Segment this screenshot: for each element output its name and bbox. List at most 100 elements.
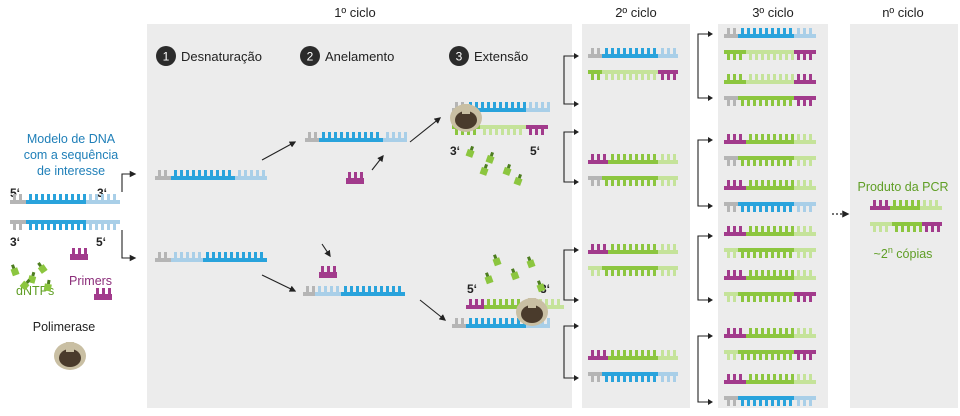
strand-segment (602, 176, 658, 180)
base-tooth (611, 48, 614, 54)
strand-segment (588, 70, 602, 74)
base-tooth (617, 154, 620, 160)
denatured-bottom-strand (155, 252, 267, 262)
base-tooth (529, 102, 532, 108)
strand-segment (738, 350, 794, 354)
base-tooth (517, 102, 520, 108)
dntp-icon (19, 278, 31, 291)
base-tooth (755, 54, 758, 60)
primer-icon (319, 266, 337, 278)
bracket-line (697, 235, 708, 301)
base-tooth (773, 180, 776, 186)
strand-segment (452, 324, 466, 328)
cycle2-duplex-2-bottom (588, 176, 678, 186)
base-tooth (749, 270, 752, 276)
strand-segment (588, 54, 602, 58)
base-tooth (180, 252, 183, 258)
base-tooth (789, 100, 792, 106)
panel-cycle1 (147, 24, 572, 408)
base-tooth (785, 180, 788, 186)
base-tooth (765, 252, 768, 258)
product-copies: ~2n cópias (874, 245, 933, 261)
strand-segment (738, 34, 794, 38)
base-tooth (617, 180, 620, 186)
strand-segment (466, 305, 484, 309)
strand-segment (658, 54, 678, 58)
base-tooth (803, 226, 806, 232)
base-tooth (809, 74, 812, 80)
base-tooth (741, 252, 744, 258)
strand-segment (466, 324, 526, 328)
base-tooth (164, 252, 167, 258)
base-tooth (242, 252, 245, 258)
strand-segment (724, 50, 746, 54)
base-tooth (340, 132, 343, 138)
base-tooth (47, 224, 50, 230)
base-tooth (755, 226, 758, 232)
cycle3-duplex-4-bottom (724, 202, 816, 212)
dntp-stem (511, 268, 516, 273)
base-tooth (59, 194, 62, 200)
base-tooth (641, 154, 644, 160)
bracket-arrowhead (708, 31, 713, 37)
base-tooth (667, 180, 670, 186)
bracket-arrowhead (708, 95, 713, 101)
base-tooth (783, 100, 786, 106)
base-tooth (83, 194, 86, 200)
bracket-cycle2-to-cycle3-a (697, 31, 713, 101)
base-tooth (495, 129, 498, 135)
step-number: 2 (307, 50, 314, 64)
dntp-icon (536, 280, 546, 293)
step-denaturation: 1 Desnaturação (156, 46, 262, 66)
base-tooth (635, 270, 638, 276)
base-tooth (727, 160, 730, 166)
base-tooth (879, 226, 882, 232)
base-tooth (65, 224, 68, 230)
strand-segment (588, 160, 608, 164)
strand-segment (608, 356, 658, 360)
base-tooth (789, 296, 792, 302)
base-tooth (545, 299, 548, 305)
base-tooth (352, 132, 355, 138)
strand-segment (724, 232, 746, 236)
strand-segment (724, 350, 738, 354)
dntp-stem (11, 264, 16, 269)
base-tooth (328, 132, 331, 138)
base-tooth (362, 286, 365, 292)
primer-tooth (333, 266, 336, 272)
polymerase-core (521, 305, 543, 323)
base-tooth (789, 206, 792, 212)
base-tooth (773, 134, 776, 140)
template-line-3: de interesse (37, 164, 105, 178)
base-tooth (404, 132, 407, 138)
step-extension: 3 Extensão (449, 46, 528, 66)
base-tooth (783, 160, 786, 166)
dntp-stem (37, 262, 42, 268)
strand-segment (235, 176, 267, 180)
base-tooth (629, 270, 632, 276)
dntp-stem (537, 280, 542, 285)
base-tooth (733, 328, 736, 334)
base-tooth (661, 154, 664, 160)
strand-segment (203, 258, 267, 262)
base-tooth (789, 354, 792, 360)
base-tooth (809, 226, 812, 232)
base-tooth (767, 180, 770, 186)
base-tooth (461, 318, 464, 324)
strand-segment (794, 34, 816, 38)
panel-cycle2 (582, 24, 690, 408)
base-tooth (513, 129, 516, 135)
strand-segment (658, 250, 678, 254)
base-tooth (803, 296, 806, 302)
base-tooth (254, 252, 257, 258)
base-tooth (248, 252, 251, 258)
base-tooth (641, 74, 644, 80)
base-tooth (368, 286, 371, 292)
base-tooth (314, 132, 317, 138)
base-tooth (218, 252, 221, 258)
base-tooth (761, 180, 764, 186)
polymerase-core (455, 111, 477, 129)
annealing-top-strand (305, 132, 407, 142)
base-tooth (611, 244, 614, 250)
product-bottom-strand (870, 222, 942, 232)
